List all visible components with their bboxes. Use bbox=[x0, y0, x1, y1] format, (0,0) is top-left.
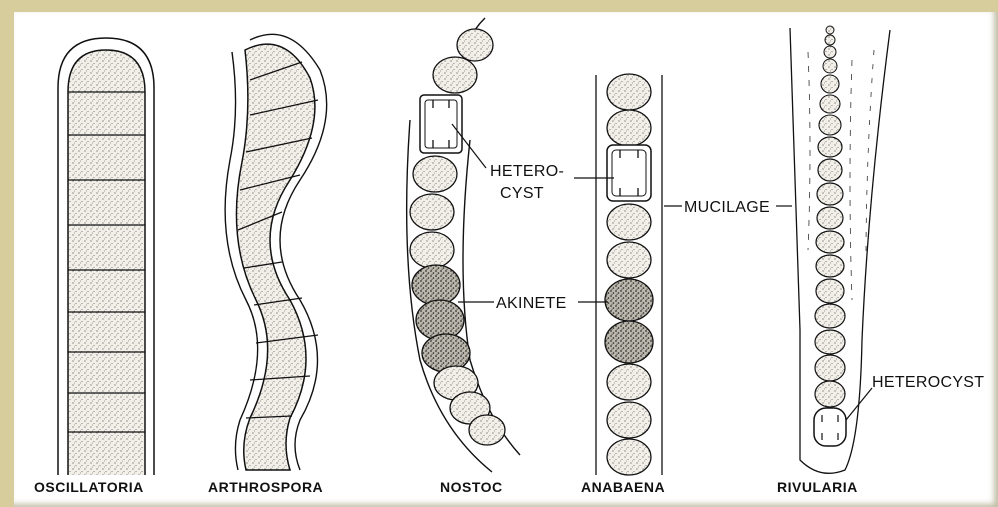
heterocyst-anabaena bbox=[607, 145, 651, 201]
organism-label-nostoc: NOSTOC bbox=[440, 479, 503, 495]
mucilage-label: MUCILAGE bbox=[684, 199, 770, 216]
arthrospora-filament bbox=[225, 34, 327, 470]
oscillatoria-filament bbox=[58, 38, 154, 475]
organism-label-arthrospora: ARTHROSPORA bbox=[208, 479, 323, 495]
heterocyst-label-line1: HETERO- bbox=[490, 163, 564, 180]
heterocyst-label-right: HETEROCYST bbox=[872, 374, 984, 391]
organism-label-oscillatoria: OSCILLATORIA bbox=[34, 479, 144, 495]
nostoc-filament bbox=[407, 18, 520, 472]
heterocyst-label-line2: CYST bbox=[500, 185, 544, 202]
organism-label-anabaena: ANABAENA bbox=[581, 479, 665, 495]
anabaena-filament bbox=[596, 74, 662, 475]
heterocyst-rivularia bbox=[814, 408, 846, 446]
rivularia-filament bbox=[790, 26, 890, 473]
akinete-label: AKINETE bbox=[496, 295, 567, 312]
organism-label-rivularia: RIVULARIA bbox=[777, 479, 858, 495]
heterocyst-nostoc bbox=[420, 95, 462, 153]
